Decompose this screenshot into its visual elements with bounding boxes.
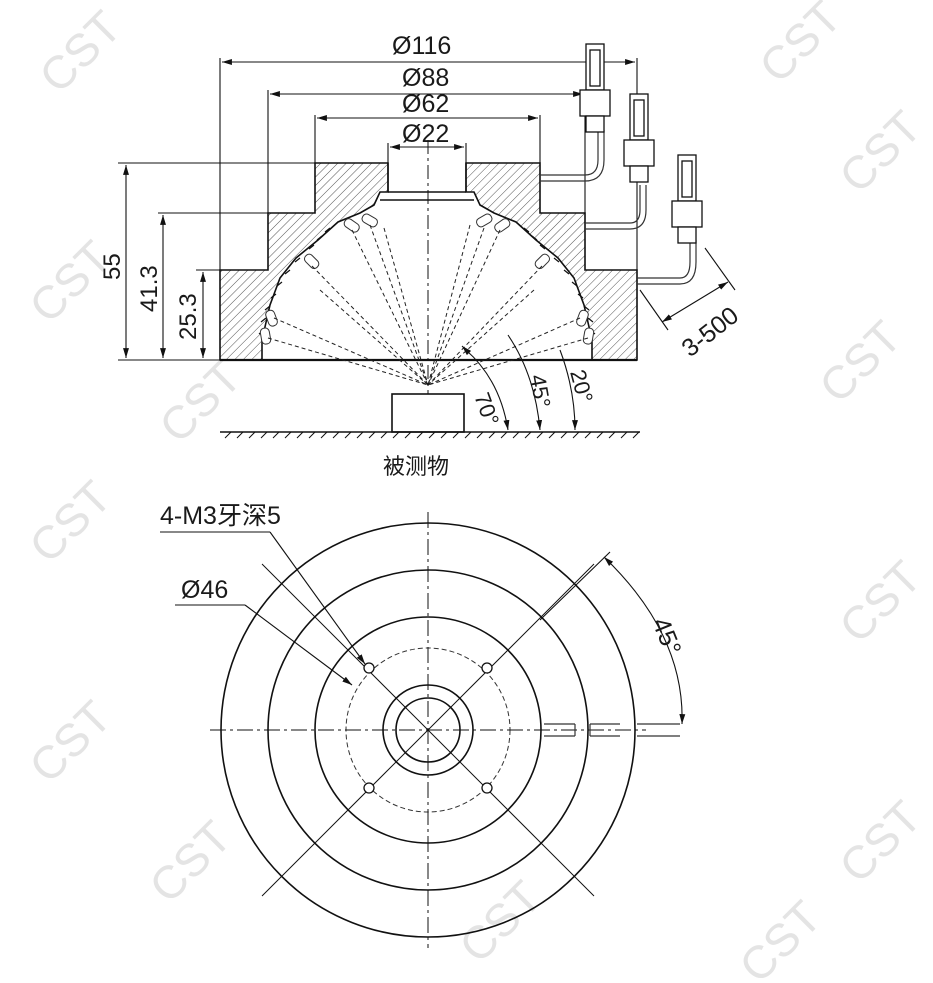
watermark: CST xyxy=(139,811,241,913)
light-rays xyxy=(267,224,589,386)
watermark: CST xyxy=(29,1,131,103)
dim-outer-diameter: Ø116 xyxy=(392,32,451,60)
object-label: 被测物 xyxy=(383,454,449,479)
dim-step1-diameter: Ø88 xyxy=(402,64,449,92)
dim-low-height: 25.3 xyxy=(175,293,202,340)
watermark: CST xyxy=(809,311,911,413)
thread-spec-label: 4-M3牙深5 xyxy=(160,502,281,530)
connectors xyxy=(579,43,703,244)
led-array xyxy=(259,213,595,345)
dim-total-height: 55 xyxy=(99,253,126,280)
watermark: CST xyxy=(729,891,831,983)
angle-20: 20° xyxy=(565,367,598,406)
watermark: CST xyxy=(749,0,851,92)
body-section-right xyxy=(465,162,638,361)
cable-length-label: 3-500 xyxy=(676,301,744,362)
side-view: 被测物 Ø116 Ø88 Ø62 Ø22 xyxy=(99,32,744,479)
dim-inner-diameter: Ø22 xyxy=(402,120,449,148)
angle-70: 70° xyxy=(469,389,504,429)
top-view: 45° 4-M3牙深5 Ø46 xyxy=(160,502,687,948)
dim-step2-diameter: Ø62 xyxy=(402,90,449,118)
top-angle-label: 45° xyxy=(646,614,686,660)
diameter-dimensions xyxy=(219,58,638,270)
body-section-left xyxy=(219,162,389,361)
watermark: CST xyxy=(829,551,931,653)
mounting-holes xyxy=(363,662,493,794)
watermark-layer: CST CST CST CST CST CST CST CST CST CST … xyxy=(19,0,931,983)
watermark: CST xyxy=(19,691,121,793)
height-dimensions xyxy=(118,162,315,361)
watermark: CST xyxy=(19,231,121,333)
dim-mid-height: 41.3 xyxy=(136,265,163,312)
watermark: CST xyxy=(829,101,931,203)
angle-arcs xyxy=(461,334,578,431)
angle-45: 45° xyxy=(525,373,555,410)
watermark: CST xyxy=(19,471,121,573)
watermark: CST xyxy=(149,351,251,453)
measured-object xyxy=(391,393,465,433)
watermark: CST xyxy=(829,791,931,893)
pcd-label: Ø46 xyxy=(181,576,228,604)
